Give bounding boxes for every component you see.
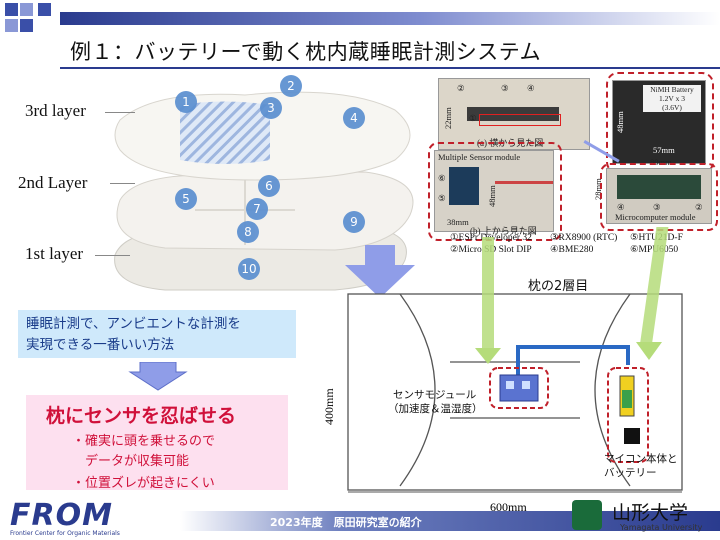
micro-board — [617, 175, 701, 199]
page-title: 例１：バッテリーで動く枕内蔵睡眠計測システム — [70, 40, 542, 64]
width-dimension: 600mm — [490, 500, 527, 514]
footer-text: 2023年度 原田研究室の紹介 — [270, 516, 422, 529]
marker-2: 2 — [280, 75, 302, 97]
micro-caption: (b) 上から見た図 — [470, 226, 537, 236]
description-box: 睡眠計測で、アンビエントな計測を 実現できる一番いい方法 — [18, 310, 296, 358]
photo-side-view: ② ③ ④ ① 22mm (a) 横から見た図 — [438, 78, 590, 150]
title-underline — [60, 67, 720, 69]
description-line-2: 実現できる一番いい方法 — [26, 337, 175, 353]
highlight-bullet-3: ・位置ズレが起きにくい — [72, 476, 215, 491]
height-dimension: 400mm — [322, 388, 336, 425]
sensor-module-label-2: （加速度＆温湿度） — [388, 403, 483, 415]
sensor-cable — [495, 181, 553, 184]
marker-5: 5 — [175, 188, 197, 210]
photo-battery: NiMH Battery 1.2V x 3 (3.6V) 48mm 57mm — [612, 80, 706, 164]
green-arrowhead-left — [475, 348, 501, 364]
description-line-1: 睡眠計測で、アンビエントな計測を — [26, 316, 241, 332]
footer-logo-subtitle: Frontier Center for Organic Materials — [10, 530, 120, 537]
layer-label-2nd: 2nd Layer — [18, 173, 88, 192]
battery-dim-h: 48mm — [615, 111, 625, 133]
marker-4: 4 — [343, 107, 365, 129]
micro-num-2: ② — [695, 202, 703, 212]
pillow-diagram — [347, 293, 683, 493]
sensor-num-5: ⑤ — [438, 193, 446, 203]
side-dimension: 22mm — [443, 107, 453, 129]
marker-6: 6 — [258, 175, 280, 197]
micro-num-3: ③ — [653, 202, 661, 212]
side-label-1: ① — [469, 113, 477, 123]
side-highlight — [479, 114, 561, 126]
big-purple-arrow — [345, 245, 415, 298]
univ-name: 山形大学 — [612, 502, 689, 524]
sensor-module-label: Multiple Sensor module — [438, 152, 521, 162]
micro-num-4: ④ — [617, 202, 625, 212]
green-arrow-left — [482, 237, 494, 352]
sensor-dim-w: 38mm — [447, 217, 469, 227]
leader-line-2nd — [110, 183, 135, 184]
univ-name-en: Yamagata University — [620, 523, 703, 532]
highlight-bullet-2: データが収集可能 — [72, 454, 190, 469]
marker-3: 3 — [260, 97, 282, 119]
micro-label-1: マイコン本体と — [604, 453, 678, 465]
photo-sensor-module: Multiple Sensor module ⑥ ⑤ 48mm 38mm — [434, 150, 554, 232]
micro-label-2: バッテリー — [604, 467, 657, 479]
sensor-dim-h: 48mm — [487, 185, 497, 207]
marker-8: 8 — [237, 221, 259, 243]
sensor-board — [449, 167, 479, 205]
highlight-heading: 枕にセンサを忍ばせる — [46, 405, 237, 427]
micro-dim-w: 80mm — [650, 157, 672, 167]
micro-photo-frame — [600, 163, 718, 231]
sensor-module-label-1: センサモジュール — [393, 389, 477, 401]
leader-line-1st — [95, 255, 130, 256]
diagram-title: 枕の2層目 — [528, 279, 589, 294]
footer-logo: FROM — [10, 498, 113, 533]
sensor-photo-frame — [428, 142, 562, 241]
title-bar — [60, 12, 720, 25]
highlight-bullet-1: ・確実に頭を乗せるので — [72, 434, 216, 449]
highlight-box — [26, 395, 288, 490]
legend-3: ③RX8900 (RTC) — [550, 233, 618, 243]
photo-micro-module: ④ ③ ② Microcomputer module — [606, 168, 712, 224]
univ-logo-mark — [572, 500, 602, 530]
marker-9: 9 — [343, 211, 365, 233]
header-decoration — [0, 0, 60, 34]
layer-label-1st: 1st layer — [25, 244, 84, 263]
side-label-3: ③ — [501, 83, 509, 93]
side-label-4: ④ — [527, 83, 535, 93]
marker-10: 10 — [238, 258, 260, 280]
down-arrow — [128, 362, 188, 391]
micro-module-label: Microcomputer module — [615, 212, 696, 222]
sensor-num-6: ⑥ — [438, 173, 446, 183]
green-arrowhead-right — [636, 342, 662, 360]
battery-label: NiMH Battery 1.2V x 3 (3.6V) — [643, 85, 701, 112]
marker-7: 7 — [246, 198, 268, 220]
marker-1: 1 — [175, 91, 197, 113]
leader-line-3rd — [105, 112, 135, 113]
side-label-2: ② — [457, 83, 465, 93]
legend-4: ④BME280 — [550, 245, 594, 255]
layer-label-3rd: 3rd layer — [25, 101, 86, 120]
battery-dim-w: 57mm — [653, 145, 675, 155]
